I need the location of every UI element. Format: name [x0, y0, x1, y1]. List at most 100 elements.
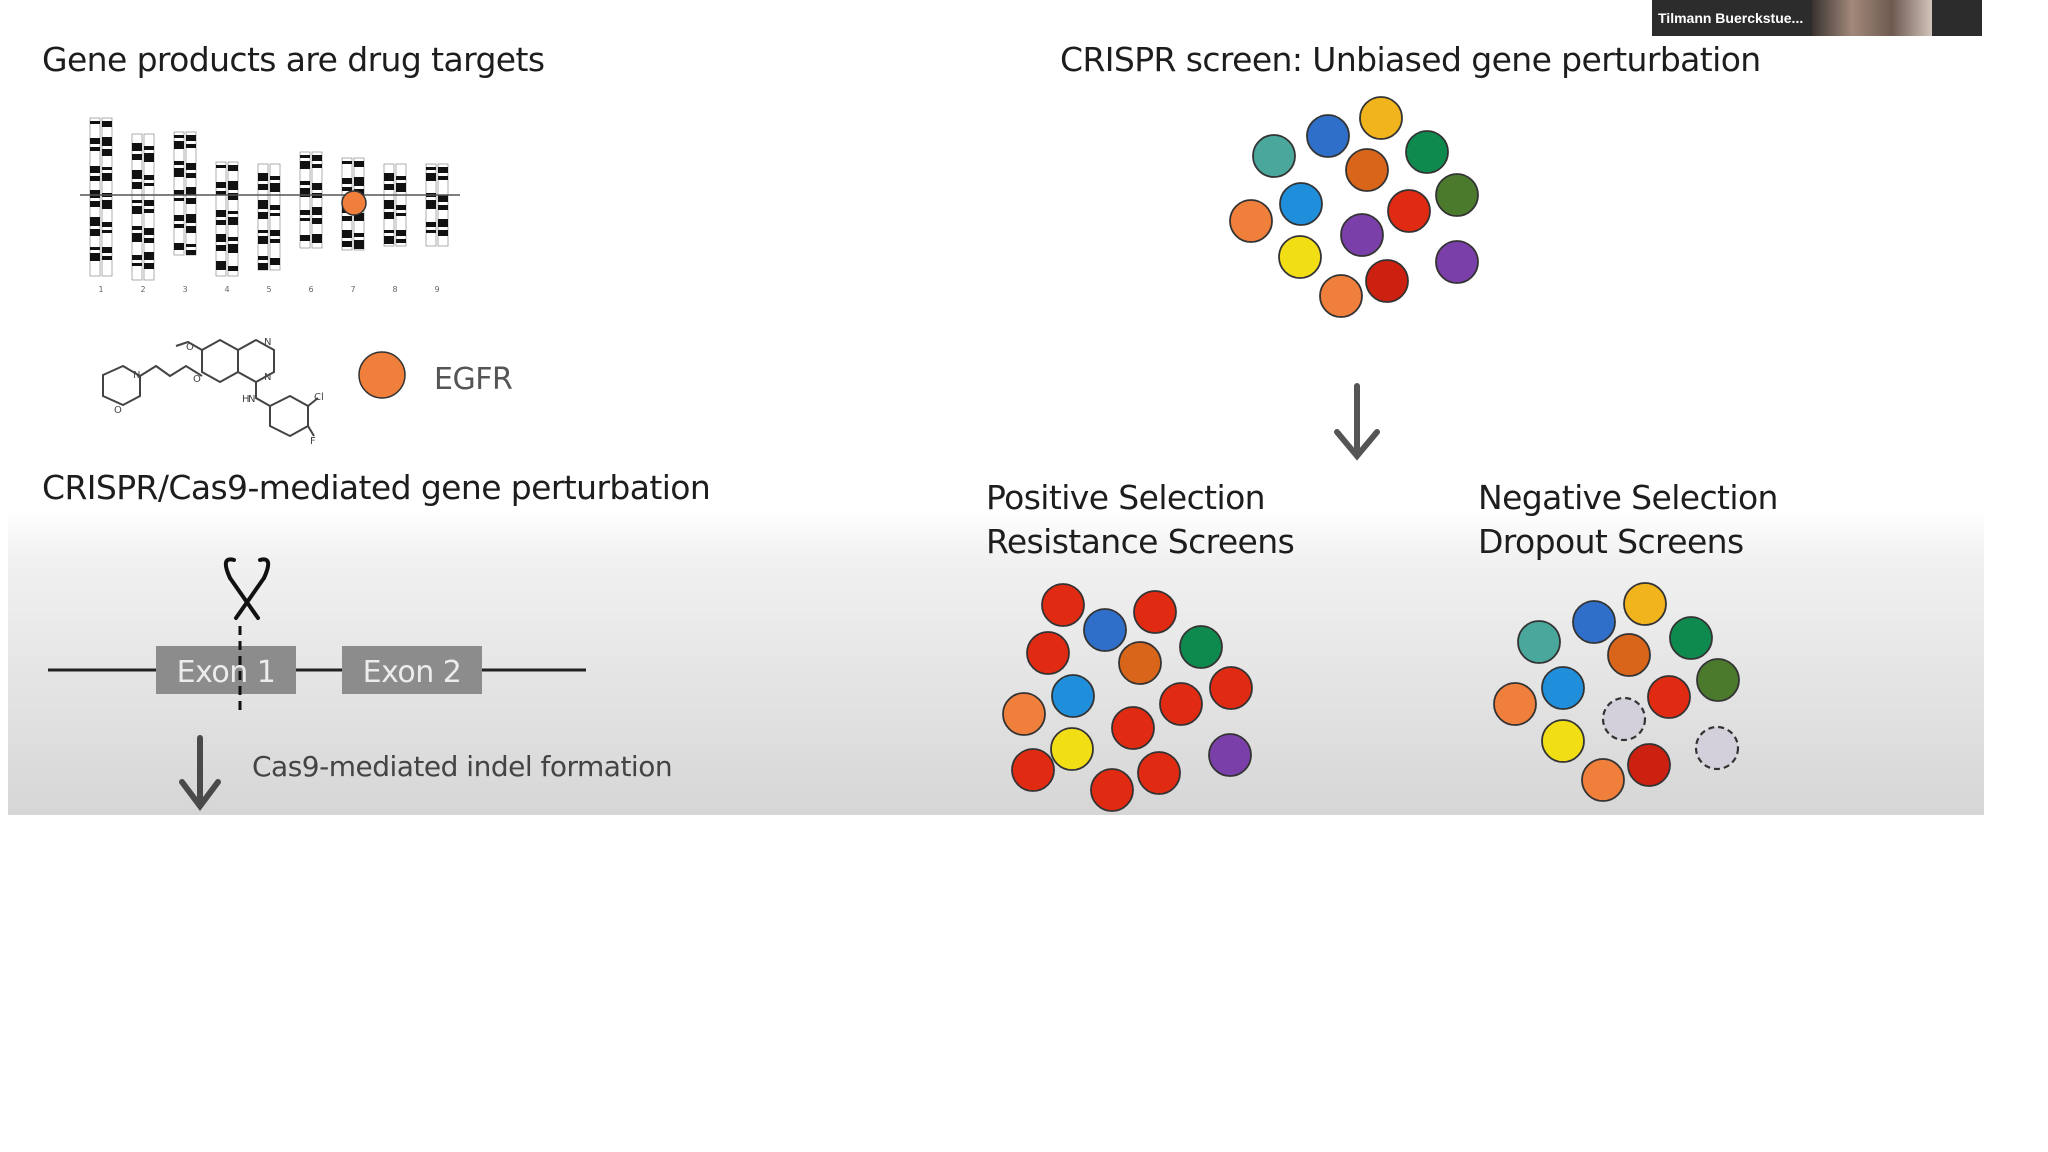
title-crispr-screen: CRISPR screen: Unbiased gene perturbatio…	[1060, 40, 1761, 79]
exon-1-box	[156, 646, 296, 694]
svg-text:N: N	[264, 337, 271, 348]
chromosome-1	[89, 117, 113, 277]
gene-model	[48, 626, 586, 712]
cell-circle	[1669, 616, 1713, 660]
cell-circle	[1306, 114, 1350, 158]
svg-text:Cl: Cl	[314, 392, 324, 403]
chromosome-number: 7	[350, 285, 355, 294]
egfr-protein-circle	[358, 351, 406, 399]
cell-circle	[1090, 768, 1134, 812]
dropout-cell	[1601, 696, 1647, 742]
cell-circle	[1345, 148, 1389, 192]
svg-text:O: O	[186, 342, 194, 353]
cell-circle	[1359, 96, 1403, 140]
drug-molecule-icon	[102, 338, 319, 438]
positive-selection-cluster	[1002, 583, 1253, 812]
cell-circle	[1252, 134, 1296, 178]
chromosome-number: 5	[266, 285, 271, 294]
cell-circle	[1159, 682, 1203, 726]
cell-circle	[1026, 631, 1070, 675]
cell-circle	[1118, 641, 1162, 685]
cell-circle	[1541, 666, 1585, 710]
egfr-label: EGFR	[434, 362, 513, 397]
indel-label: Cas9-mediated indel formation	[252, 750, 673, 783]
negative-selection-heading: Negative Selection	[1478, 478, 1778, 517]
cell-circle	[1209, 666, 1253, 710]
exon-1-label: Exon 1	[177, 655, 276, 690]
svg-text:F: F	[310, 436, 316, 447]
participant-video	[1812, 0, 1932, 36]
svg-text:N: N	[248, 394, 255, 405]
exon-2-box	[342, 646, 482, 694]
positive-selection-heading: Positive Selection	[986, 478, 1266, 517]
cell-circle	[1133, 590, 1177, 634]
cell-circle	[1647, 675, 1691, 719]
cell-circle	[1493, 682, 1537, 726]
title-crispr-cas9: CRISPR/Cas9-mediated gene perturbation	[42, 468, 711, 507]
chromosome-number: 3	[182, 285, 187, 294]
cell-circle	[1365, 259, 1409, 303]
chromosome-ideogram	[89, 117, 449, 281]
cell-circle	[1623, 582, 1667, 626]
cell-circle	[1229, 199, 1273, 243]
svg-text:O: O	[193, 374, 201, 385]
cell-circle	[1051, 674, 1095, 718]
chromosome-4	[215, 161, 239, 277]
chromosome-number: 4	[224, 285, 229, 294]
chromosome-5	[257, 163, 281, 271]
cell-circle	[1208, 733, 1252, 777]
negative-selection-cluster	[1493, 582, 1740, 802]
chromosome-9	[425, 163, 449, 247]
library-cell-cluster	[1229, 96, 1479, 318]
svg-text:H: H	[242, 394, 250, 405]
chromosome-2	[131, 133, 155, 281]
cell-circle	[1111, 706, 1155, 750]
chromosome-8	[383, 163, 407, 247]
indel-arrow	[179, 735, 221, 811]
chromosome-number: 8	[392, 285, 397, 294]
cell-circle	[1011, 748, 1055, 792]
cell-circle	[1050, 727, 1094, 771]
egfr-locus-marker	[341, 190, 367, 216]
chromosome-number: 2	[140, 285, 145, 294]
cell-circle	[1278, 235, 1322, 279]
chromosome-6	[299, 151, 323, 249]
chromosome-number: 1	[98, 285, 103, 294]
cell-circle	[1541, 719, 1585, 763]
cell-circle	[1387, 189, 1431, 233]
cell-circle	[1627, 743, 1671, 787]
chromosome-3	[173, 131, 197, 256]
cell-circle	[1435, 173, 1479, 217]
exon-2-label: Exon 2	[363, 655, 462, 690]
cell-circle	[1581, 758, 1625, 802]
cell-circle	[1607, 633, 1651, 677]
scissors-icon	[223, 557, 271, 620]
title-drug-targets: Gene products are drug targets	[42, 40, 545, 79]
cell-circle	[1517, 620, 1561, 664]
cell-circle	[1572, 600, 1616, 644]
chromosome-number: 9	[434, 285, 439, 294]
participant-name: Tilmann Buerckstue...	[1658, 10, 1804, 26]
webcam-thumbnail: Tilmann Buerckstue...	[1652, 0, 1982, 36]
chromosome-number: 6	[308, 285, 313, 294]
cell-circle	[1083, 608, 1127, 652]
cell-circle	[1696, 658, 1740, 702]
screen-arrow	[1334, 383, 1380, 461]
cell-circle	[1137, 751, 1181, 795]
cell-circle	[1041, 583, 1085, 627]
cell-circle	[1179, 625, 1223, 669]
cell-circle	[1319, 274, 1363, 318]
svg-text:N: N	[133, 370, 140, 381]
cell-circle	[1405, 130, 1449, 174]
svg-text:O: O	[114, 405, 122, 416]
dropout-screens-heading: Dropout Screens	[1478, 522, 1744, 561]
cell-circle	[1279, 182, 1323, 226]
chromosome-numbers: 1 2 3 4 5 6 7 8 9	[98, 285, 439, 294]
cell-circle	[1340, 213, 1384, 257]
dropout-cell	[1694, 725, 1740, 771]
cell-circle	[1002, 692, 1046, 736]
cell-circle	[1435, 240, 1479, 284]
molecule-atom-labels: NO OO NN HN ClF	[114, 337, 324, 447]
